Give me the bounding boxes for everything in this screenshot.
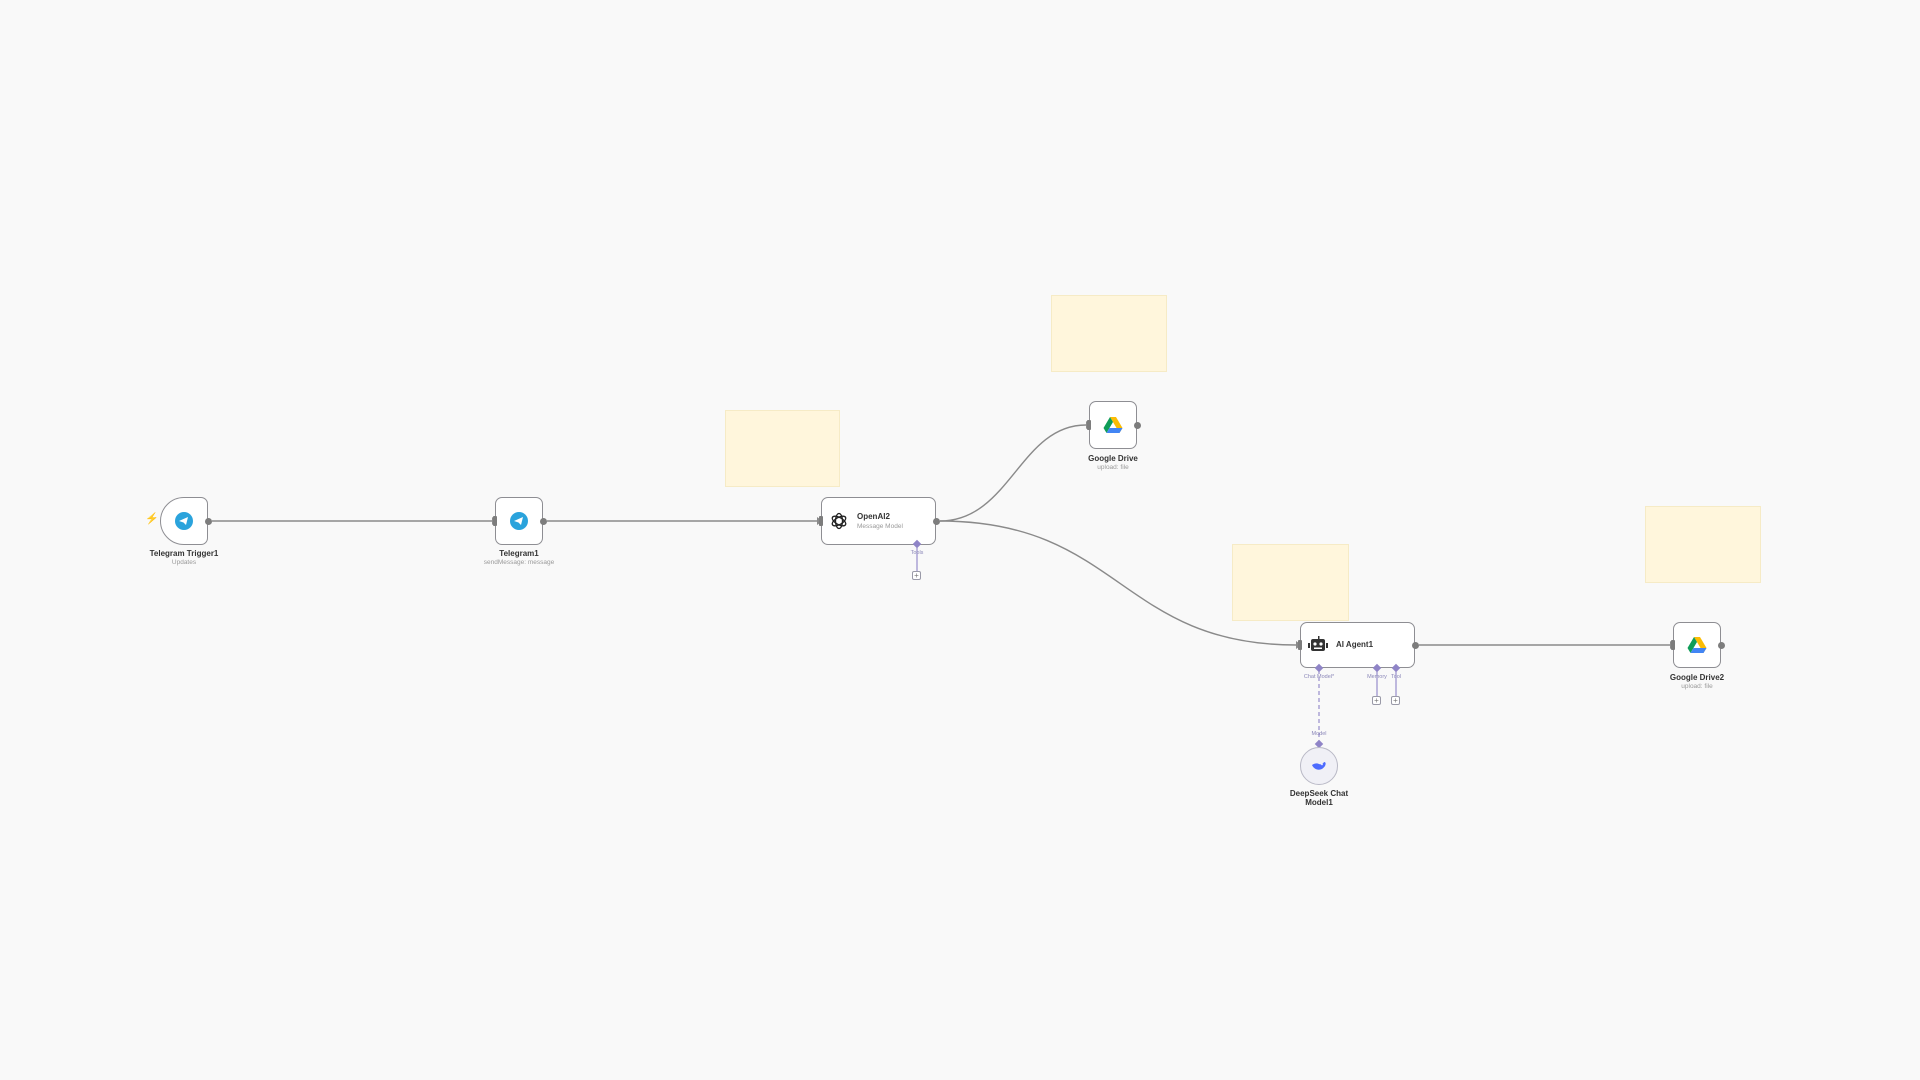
add-memory-button[interactable]: +	[1372, 696, 1381, 705]
output-port[interactable]	[1134, 422, 1141, 429]
node-title: OpenAI2	[857, 511, 890, 521]
input-port[interactable]	[493, 516, 497, 526]
node-subtitle: upload: file	[1681, 683, 1713, 690]
node-deepseek-chat-model[interactable]	[1300, 747, 1338, 785]
node-ai-agent[interactable]: AI Agent1	[1298, 622, 1419, 668]
telegram-icon	[175, 512, 193, 530]
sticky-note[interactable]	[725, 410, 840, 487]
input-port[interactable]	[819, 516, 823, 526]
output-port[interactable]	[1718, 642, 1725, 649]
output-port[interactable]	[205, 518, 212, 525]
node-openai[interactable]: OpenAI2 Message Model	[819, 497, 940, 545]
input-port[interactable]	[1671, 640, 1675, 650]
chat-model-port-label: Chat Model*	[1303, 674, 1335, 680]
node-title: Telegram Trigger1	[149, 549, 219, 558]
node-title-line-1: DeepSeek Chat	[1289, 789, 1349, 798]
node-title: Google Drive	[1088, 454, 1138, 463]
add-tool-button[interactable]: +	[912, 571, 921, 580]
node-google-drive[interactable]	[1087, 401, 1141, 449]
node-subtitle: Updates	[171, 559, 197, 566]
connection-openai-to-gdrive[interactable]	[939, 424, 1087, 522]
node-title: Telegram1	[499, 549, 539, 558]
output-port[interactable]	[1412, 642, 1419, 649]
node-subtitle: upload: file	[1097, 464, 1129, 471]
telegram-icon	[510, 512, 528, 530]
input-port[interactable]	[1298, 640, 1302, 650]
node-title-line-2: Model1	[1305, 798, 1333, 807]
tool-port-label: Tool	[1390, 674, 1402, 680]
openai-icon	[831, 512, 847, 530]
node-title: AI Agent1	[1336, 640, 1374, 649]
node-subtitle: Message Model	[857, 522, 903, 530]
memory-port-label: Memory	[1367, 674, 1387, 680]
sticky-note[interactable]	[1232, 544, 1349, 621]
google-drive-icon	[1103, 417, 1123, 433]
deepseek-whale-icon	[1312, 762, 1326, 770]
sticky-note[interactable]	[1645, 506, 1761, 583]
node-telegram-trigger[interactable]	[160, 497, 212, 545]
sticky-note[interactable]	[1051, 295, 1167, 372]
node-subtitle: sendMessage: message	[483, 559, 555, 566]
model-port-label: Model	[1311, 731, 1327, 737]
output-port[interactable]	[933, 518, 940, 525]
add-tool-button[interactable]: +	[1391, 696, 1400, 705]
node-google-drive-2[interactable]	[1671, 622, 1725, 668]
google-drive-icon	[1687, 637, 1707, 653]
connection-openai-to-agent[interactable]	[939, 520, 1297, 646]
node-title: Google Drive2	[1669, 673, 1725, 682]
node-telegram[interactable]	[493, 497, 547, 545]
output-port[interactable]	[540, 518, 547, 525]
tools-port-label: Tools	[910, 550, 924, 556]
trigger-bolt-icon: ⚡	[145, 513, 159, 525]
input-port[interactable]	[1087, 420, 1091, 430]
robot-icon	[1308, 636, 1328, 651]
